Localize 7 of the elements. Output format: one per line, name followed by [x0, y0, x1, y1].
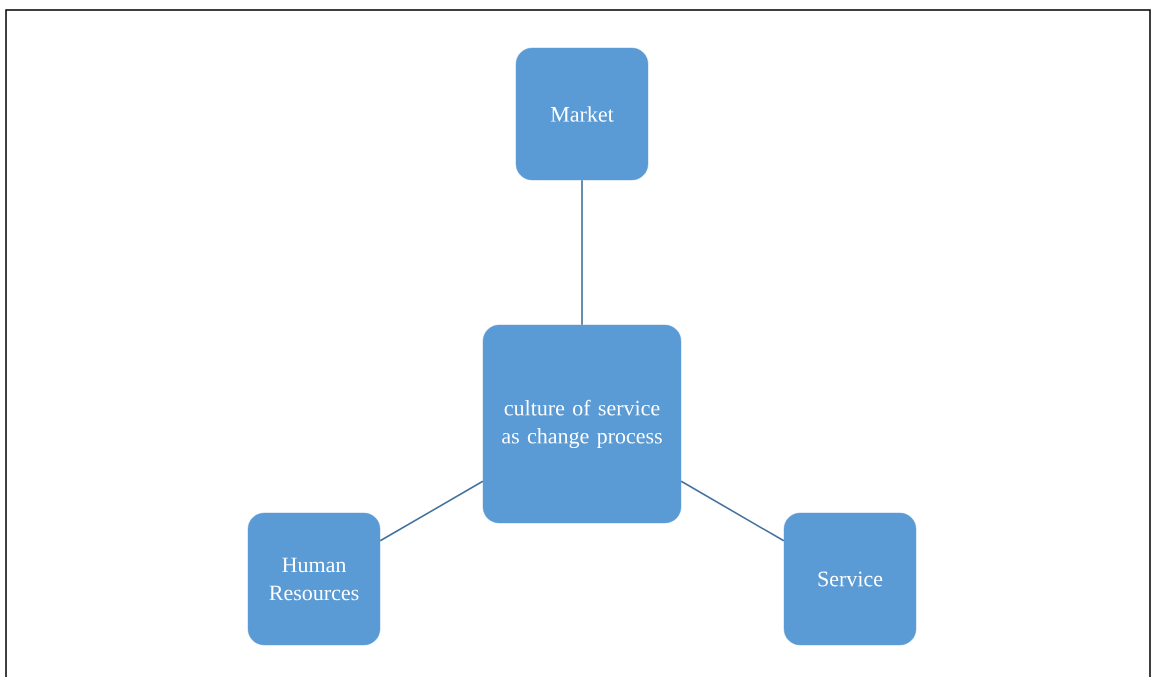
rounded-box: Human Resources — [247, 512, 381, 646]
connector-line — [680, 480, 785, 542]
connector-line — [379, 480, 484, 542]
rounded-box: Market — [515, 47, 649, 181]
rounded-box: culture of service as change process — [482, 324, 682, 524]
rounded-box: Service — [783, 512, 917, 646]
connector-line — [581, 179, 583, 326]
